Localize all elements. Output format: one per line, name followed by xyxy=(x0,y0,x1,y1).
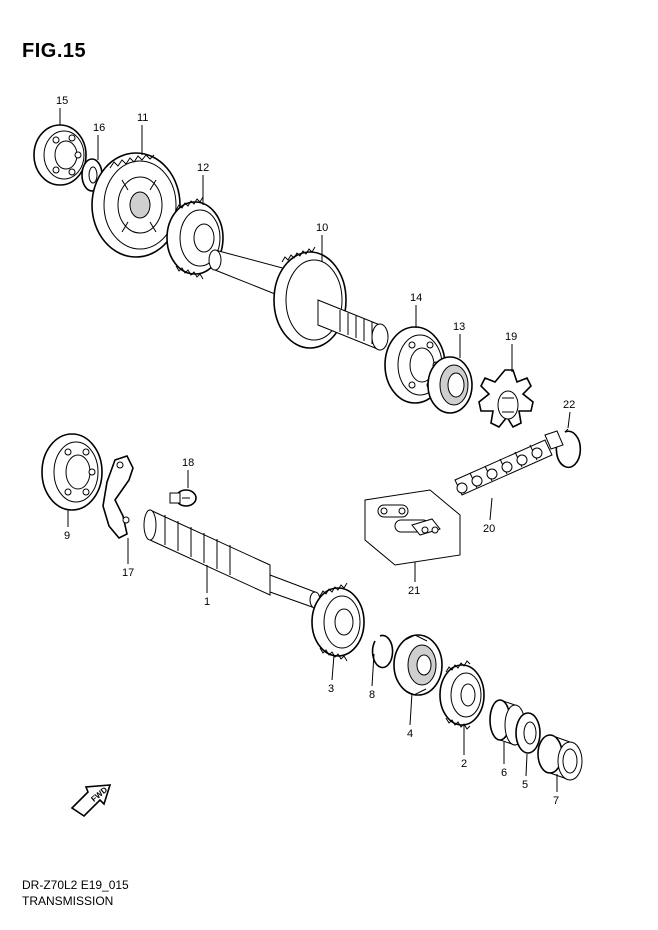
callout-5: 5 xyxy=(522,779,528,791)
figure-title: FIG.15 xyxy=(22,40,87,62)
part-19-sprocket xyxy=(478,369,534,429)
callout-18: 18 xyxy=(182,457,194,469)
part-3-gear xyxy=(311,582,365,662)
part-15-bearing xyxy=(33,124,87,186)
callout-19: 19 xyxy=(505,331,517,343)
callout-17: 17 xyxy=(122,567,134,579)
part-13-seal xyxy=(427,356,473,414)
callout-11: 11 xyxy=(137,112,148,124)
callout-14: 14 xyxy=(410,292,422,304)
callout-4: 4 xyxy=(407,728,413,740)
leader-lines xyxy=(59,108,571,792)
callout-1: 1 xyxy=(204,596,210,608)
callout-9: 9 xyxy=(64,530,70,542)
callout-8: 8 xyxy=(369,689,375,701)
callout-15: 15 xyxy=(56,95,68,107)
callout-6: 6 xyxy=(501,767,507,779)
callout-2: 2 xyxy=(461,758,467,770)
part-20-chain xyxy=(454,430,564,496)
callout-3: 3 xyxy=(328,683,334,695)
diagram-name: TRANSMISSION xyxy=(22,894,114,908)
diagram-code: DR-Z70L2 E19_015 xyxy=(22,878,129,892)
callout-7: 7 xyxy=(553,795,559,807)
part-1-main-shaft xyxy=(143,509,321,609)
part-10-shaft xyxy=(208,246,389,351)
part-9-bearing xyxy=(41,433,103,511)
part-5-washer xyxy=(515,712,541,754)
part-17-retainer xyxy=(102,455,134,539)
callout-13: 13 xyxy=(453,321,465,333)
callout-20: 20 xyxy=(483,523,495,535)
callout-16: 16 xyxy=(93,122,105,134)
part-6-bushing xyxy=(489,699,526,746)
callout-12: 12 xyxy=(197,162,209,174)
part-21-chain-joint xyxy=(364,489,461,566)
part-18-screw xyxy=(169,489,197,507)
part-8-circlip xyxy=(371,634,394,669)
part-4-bushing xyxy=(393,634,443,696)
callout-22: 22 xyxy=(563,399,575,411)
callout-10: 10 xyxy=(316,222,328,234)
part-11-gear xyxy=(91,152,181,258)
callout-21: 21 xyxy=(408,585,420,597)
part-22-circlip xyxy=(555,428,582,469)
fwd-arrow-icon: FWD xyxy=(70,784,112,818)
part-2-gear xyxy=(439,660,485,730)
part-7-needle-bearing xyxy=(537,734,583,781)
callout-numbers: 15 16 11 12 10 14 13 19 22 20 21 9 18 17… xyxy=(56,95,575,807)
